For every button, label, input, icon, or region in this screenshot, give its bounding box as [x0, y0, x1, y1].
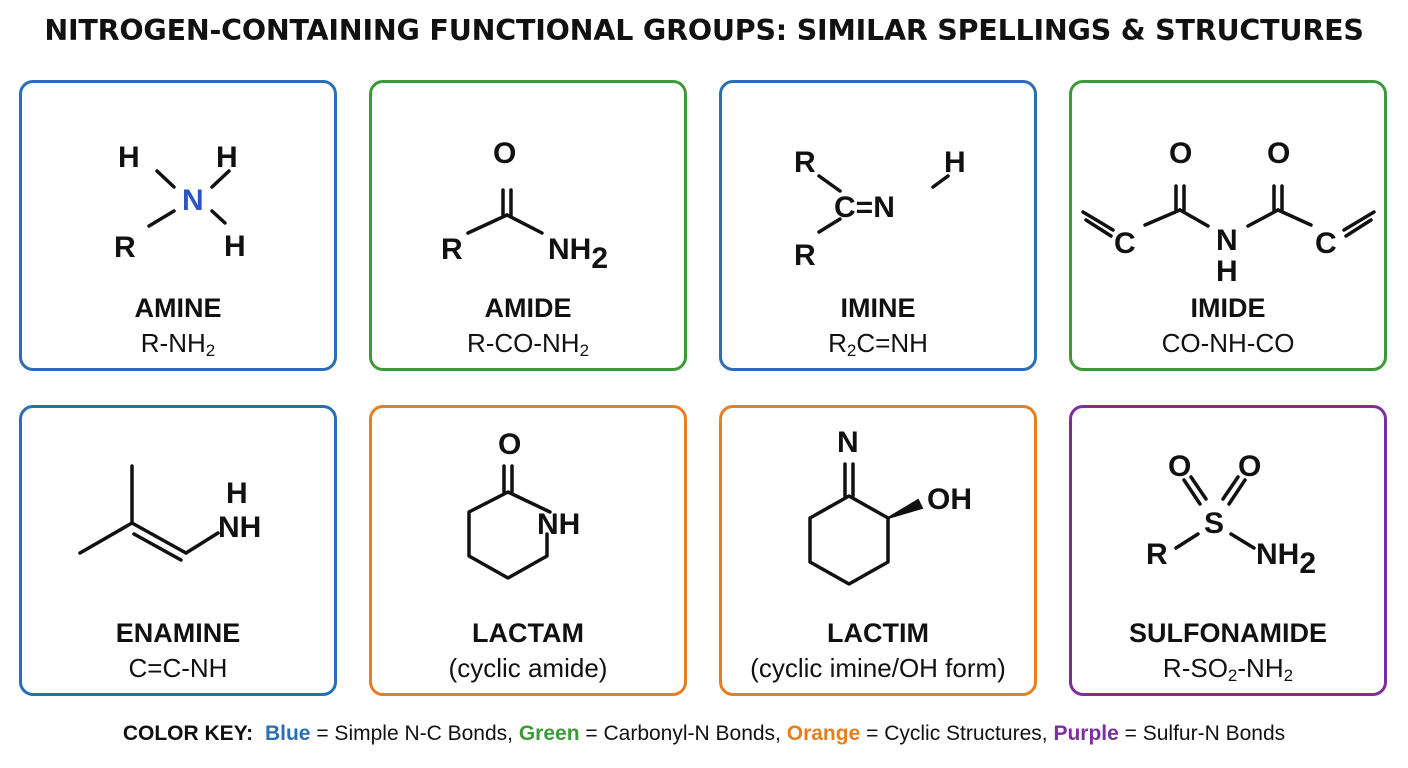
group-name: LACTIM [827, 618, 929, 648]
oxygen-atom: O [1238, 450, 1261, 483]
group-name: ENAMINE [115, 618, 241, 648]
nitrogen-atom: N [837, 426, 859, 459]
amino-group: NH2 [548, 233, 608, 275]
r-group: R [794, 146, 816, 179]
group-formula: R-CO-NH2 [466, 328, 590, 360]
hydrogen-atom: H [226, 477, 248, 510]
amide-structure: O R NH2 [441, 137, 608, 275]
group-name: SULFONAMIDE [1129, 618, 1327, 648]
r-group: R [114, 231, 136, 264]
legend-text: = Sulfur-N Bonds [1118, 722, 1286, 745]
hydrogen-atom: H [118, 141, 140, 174]
card-sulfonamide: O O S R NH2 SULFONAMIDE R-SO2-NH2 [1069, 405, 1387, 696]
hydroxyl-group: OH [927, 483, 972, 516]
group-name: AMINE [134, 293, 222, 323]
card-amine: H H N R H AMINE R-NH2 [19, 80, 337, 371]
card-lactim: N OH LACTIM (cyclic imine/OH form) [719, 405, 1037, 696]
card-imine: R C=N H R IMINE R2C=NH [719, 80, 1037, 371]
group-name: IMINE [840, 293, 916, 323]
amino-group: NH [537, 508, 580, 541]
group-formula: R-SO2-NH2 [1162, 653, 1294, 685]
nitrogen-atom: N [1216, 224, 1238, 257]
oxygen-atom: O [493, 137, 516, 170]
legend-color-green: Green [518, 722, 580, 745]
card-lactam: O NH LACTAM (cyclic amide) [369, 405, 687, 696]
lactim-structure: N OH [808, 426, 972, 586]
amino-group: NH2 [1256, 538, 1316, 580]
amine-structure: H H N R H [114, 141, 246, 264]
carbon-atom: C=N [834, 191, 895, 224]
group-name: IMIDE [1190, 293, 1266, 323]
imine-structure: R C=N H R [794, 146, 966, 272]
oxygen-atom: O [498, 428, 521, 461]
hydrogen-atom: H [944, 146, 966, 179]
hydrogen-atom: H [224, 230, 246, 263]
sulfur-atom: S [1204, 507, 1224, 540]
imide-structure: O O C N H C [1081, 137, 1376, 288]
carbon-atom: C [1114, 227, 1136, 260]
lactam-structure: O NH [467, 428, 580, 580]
r-group: R [441, 233, 463, 266]
legend-color-blue: Blue [264, 722, 311, 745]
group-formula: CO-NH-CO [1161, 328, 1295, 358]
sulfonamide-structure: O O S R NH2 [1146, 450, 1316, 580]
nitrogen-atom: N [182, 184, 204, 217]
carbon-atom: C [1315, 227, 1337, 260]
group-formula: (cyclic imine/OH form) [750, 653, 1006, 683]
legend-prefix: COLOR KEY: [122, 722, 254, 745]
group-name: LACTAM [472, 618, 584, 648]
hydrogen-atom: H [1216, 255, 1238, 288]
legend-color-purple: Purple [1053, 722, 1119, 745]
oxygen-atom: O [1168, 450, 1191, 483]
legend-text: = Simple N-C Bonds, [310, 722, 513, 745]
amino-group: NH [218, 511, 261, 544]
card-enamine: H NH ENAMINE C=C-NH [19, 405, 337, 696]
legend-text: = Carbonyl-N Bonds, [579, 722, 781, 745]
group-formula: (cyclic amide) [448, 653, 608, 683]
card-imide: O O C N H C IMIDE CO-NH-CO [1069, 80, 1387, 371]
group-name: AMIDE [484, 293, 572, 323]
page-title: NITROGEN-CONTAINING FUNCTIONAL GROUPS: S… [44, 14, 1364, 47]
hydrogen-atom: H [216, 141, 238, 174]
r-group: R [1146, 538, 1168, 571]
oxygen-atom: O [1267, 137, 1290, 170]
r-group: R [794, 239, 816, 272]
oxygen-atom: O [1169, 137, 1192, 170]
group-formula: R2C=NH [828, 328, 928, 360]
color-key-legend: COLOR KEY: Blue = Simple N-C Bonds, Gree… [0, 722, 1408, 746]
enamine-structure: H NH [78, 464, 261, 562]
group-formula: R-NH2 [140, 328, 216, 360]
group-formula: C=C-NH [128, 653, 228, 683]
card-amide: O R NH2 AMIDE R-CO-NH2 [369, 80, 687, 371]
legend-color-orange: Orange [786, 722, 861, 745]
legend-text: = Cyclic Structures, [860, 722, 1048, 745]
